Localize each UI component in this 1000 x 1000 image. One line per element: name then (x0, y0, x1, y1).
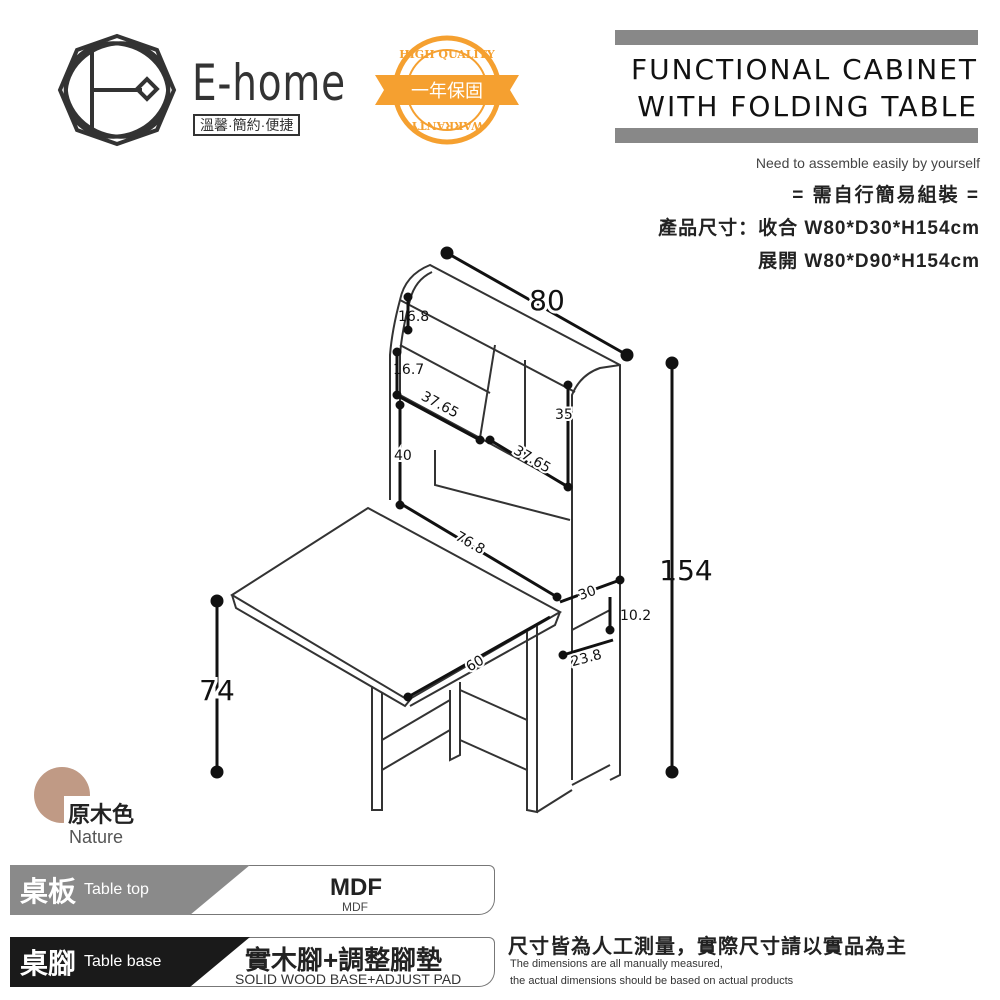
material-value: MDF (330, 874, 382, 901)
dim-shelf2: 16.7 (393, 362, 424, 378)
title-line2: WITH FOLDING TABLE (637, 90, 978, 123)
warranty-badge-icon: HIGH QUALITY 一年保固 WARRANTY (375, 35, 519, 145)
size-folded-value: 收合 W80*D30*H154cm (758, 218, 980, 239)
assembly-zh: = 需自行簡易組裝 = (792, 185, 980, 206)
assembly-en: Need to assemble easily by yourself (755, 155, 980, 171)
title-bar-bottom (615, 128, 978, 143)
badge-top-text: HIGH QUALITY (399, 48, 495, 61)
material-value-en: MDF (342, 900, 368, 914)
material-label-zh: 桌板 (20, 876, 77, 907)
material-label-en: Table top (84, 881, 149, 898)
color-zh: 原木色 (68, 802, 135, 827)
material-value-box: 實木腳+調整腳墊 SOLID WOOD BASE+ADJUST PAD (160, 937, 495, 987)
badge-bottom-text: WARRANTY (410, 119, 484, 132)
dimension-lines (210, 246, 679, 779)
dim-shelf1: 16.8 (398, 309, 429, 325)
dim-side: 35 (555, 407, 573, 423)
size-folded: 產品尺寸：收合 W80*D30*H154cm (658, 213, 980, 240)
cabinet-outline (230, 263, 621, 814)
badge-ribbon-text: 一年保固 (411, 81, 483, 101)
disclaimer-en1: The dimensions are all manually measured… (510, 958, 723, 970)
color-en: Nature (69, 827, 124, 847)
dim-height: 154 (659, 554, 712, 587)
dim-drawer-height: 10.2 (620, 608, 651, 624)
title-bar-top (615, 30, 978, 45)
disclaimer-zh: 尺寸皆為人工測量，實際尺寸請以實品為主 (508, 936, 907, 958)
material-value-en: SOLID WOOD BASE+ADJUST PAD (235, 971, 462, 987)
material-row-table-base: 實木腳+調整腳墊 SOLID WOOD BASE+ADJUST PAD 桌腳 Ta… (10, 937, 495, 987)
dim-table-height: 74 (199, 674, 235, 707)
material-label-en: Table base (84, 953, 162, 970)
brand-slogan: 溫馨·簡約·便捷 (193, 114, 301, 136)
size-unfolded: 展開 W80*D90*H154cm (758, 251, 980, 272)
title-line1: FUNCTIONAL CABINET (630, 53, 978, 86)
material-label-zh: 桌腳 (20, 948, 77, 979)
dim-shelf-w2: 37.65 (511, 443, 554, 477)
brand-name: E-home (192, 54, 346, 112)
ehome-logo-icon (57, 33, 177, 147)
disclaimer-en2: the actual dimensions should be based on… (510, 975, 794, 987)
size-label: 產品尺寸： (658, 218, 759, 239)
material-row-table-top: MDF MDF 桌板 Table top (10, 865, 495, 915)
dim-depth: 30 (576, 583, 598, 604)
color-label-bg (64, 796, 134, 844)
dim-width: 80 (529, 284, 565, 317)
material-value-box: MDF MDF (160, 865, 495, 915)
dim-lower: 40 (394, 448, 412, 464)
material-value: 實木腳+調整腳墊 (245, 945, 443, 975)
